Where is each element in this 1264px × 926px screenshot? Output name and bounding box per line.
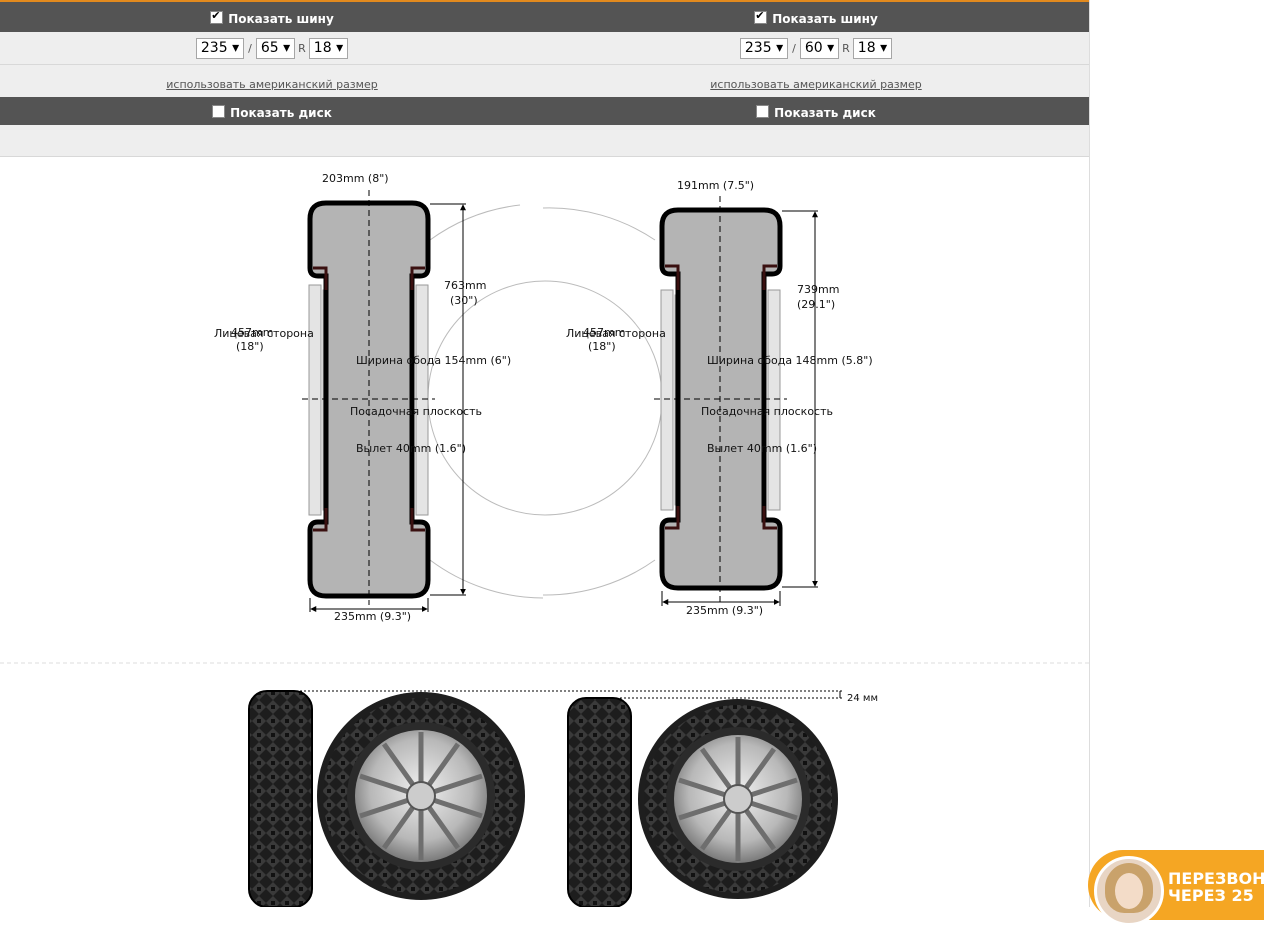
american-size-link-left[interactable]: использовать американский размер <box>166 78 378 91</box>
show-tire-label: Показать шину <box>772 12 878 26</box>
width-value: 235 <box>200 40 228 56</box>
slash: / <box>792 42 796 55</box>
left-seat-label: Посадочная плоскость <box>350 405 482 418</box>
callback-text: ПЕРЕЗВОН ЧЕРЕЗ 25 <box>1168 870 1264 904</box>
checkbox-checked-icon[interactable] <box>210 9 224 24</box>
left-diameter-inch-label: (30") <box>450 294 478 307</box>
show-disk-bar: Показать диск Показать диск <box>0 97 1089 125</box>
accent-line <box>0 0 1089 2</box>
checkbox-unchecked-icon[interactable] <box>212 105 226 118</box>
r-label: R <box>298 42 306 55</box>
right-rim-width-label: Ширина обода 148mm (5.8") <box>707 354 873 367</box>
american-size-link-right[interactable]: использовать американский размер <box>710 78 922 91</box>
callback-line-1: ПЕРЕЗВОН <box>1168 869 1264 888</box>
show-disk-checkbox-right[interactable]: Показать диск <box>756 105 876 120</box>
right-tire-photo <box>567 697 838 907</box>
tire-calculator: Показать шину Показать шину 235 ▾/65 ▾R1… <box>0 0 1090 907</box>
tire-diagram <box>0 190 1089 907</box>
show-tire-checkbox-right[interactable]: Показать шину <box>754 9 878 26</box>
disk-options-bar <box>0 125 1089 157</box>
left-rim-diameter-inch-label: (18") <box>236 340 264 353</box>
rim-value: 18 <box>857 40 876 56</box>
left-offset-label: Вылет 40mm (1.6") <box>356 442 466 455</box>
diameter-difference-indicator <box>300 690 842 699</box>
left-tire-section <box>302 190 466 612</box>
left-section-width-label: 203mm (8") <box>322 172 389 185</box>
checkbox-checked-icon[interactable] <box>754 9 768 24</box>
rim-select-left[interactable]: 18 ▾ <box>308 38 349 59</box>
right-diameter-inch-label: (29.1") <box>797 298 836 311</box>
show-disk-label: Показать диск <box>774 106 876 120</box>
right-seat-label: Посадочная плоскость <box>701 405 833 418</box>
right-tread-width-label: 235mm (9.3") <box>686 604 764 617</box>
left-tread-width-label: 235mm (9.3") <box>334 610 412 623</box>
rim-select-right[interactable]: 18 ▾ <box>852 38 893 59</box>
width-select-left[interactable]: 235 ▾ <box>195 38 245 59</box>
show-tire-label: Показать шину <box>228 12 334 26</box>
right-rim-diameter-inch-label: (18") <box>588 340 616 353</box>
left-diameter-label: 763mm <box>444 279 487 292</box>
show-tire-checkbox-left[interactable]: Показать шину <box>210 9 334 26</box>
width-select-right[interactable]: 235 ▾ <box>739 38 789 59</box>
checkbox-unchecked-icon[interactable] <box>756 105 770 118</box>
profile-value: 60 <box>804 40 823 56</box>
right-face-label: Лицевая сторона <box>566 327 666 340</box>
profile-select-right[interactable]: 60 ▾ <box>799 38 840 59</box>
r-label: R <box>842 42 850 55</box>
diameter-difference-label: 24 мм <box>847 693 878 704</box>
right-rim-diameter-label: 457mm <box>583 326 626 339</box>
left-face-label: Лицевая сторона <box>214 327 314 340</box>
profile-select-left[interactable]: 65 ▾ <box>255 38 296 59</box>
right-tire-section <box>654 196 818 606</box>
width-value: 235 <box>744 40 772 56</box>
right-section-width-label: 191mm (7.5") <box>677 179 755 192</box>
right-diameter-label: 739mm <box>797 283 840 296</box>
right-offset-label: Вылет 40mm (1.6") <box>707 442 817 455</box>
show-tire-bar: Показать шину Показать шину <box>0 2 1089 32</box>
show-disk-checkbox-left[interactable]: Показать диск <box>212 105 332 120</box>
left-rim-diameter-label: 457mm <box>231 326 274 339</box>
slash: / <box>248 42 252 55</box>
american-size-bar: использовать американский размер использ… <box>0 65 1089 98</box>
left-tire-photo <box>248 690 525 907</box>
show-disk-label: Показать диск <box>230 106 332 120</box>
callback-widget[interactable]: ПЕРЕЗВОН ЧЕРЕЗ 25 <box>1088 850 1264 926</box>
callback-line-2: ЧЕРЕЗ 25 <box>1168 886 1254 905</box>
profile-value: 65 <box>260 40 279 56</box>
rim-value: 18 <box>313 40 332 56</box>
operator-avatar <box>1094 856 1164 926</box>
left-rim-width-label: Ширина обода 154mm (6") <box>356 354 512 367</box>
